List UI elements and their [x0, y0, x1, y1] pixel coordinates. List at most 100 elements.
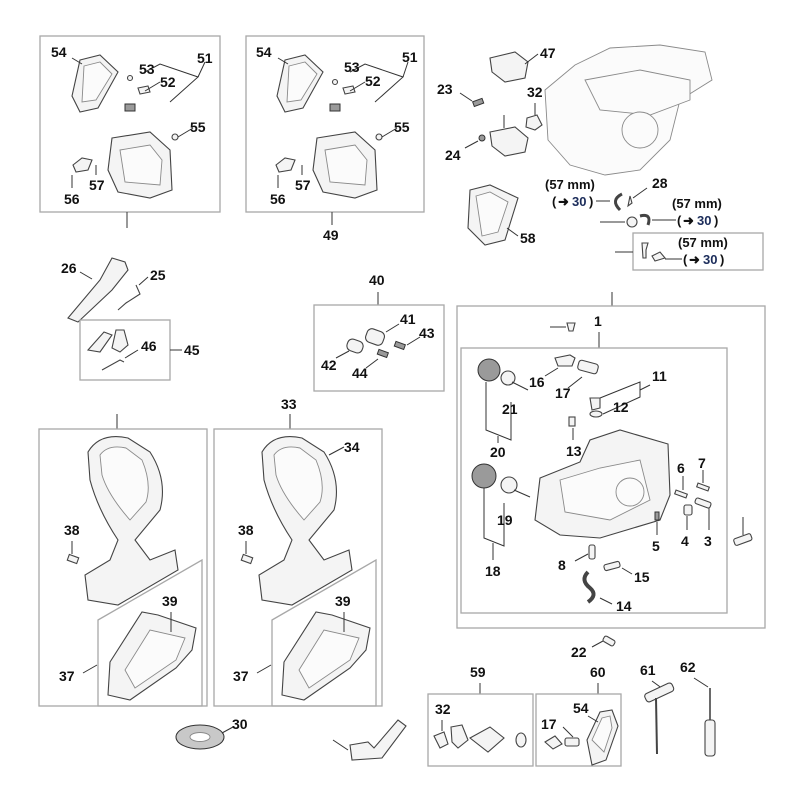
pin-part[interactable] — [695, 482, 711, 492]
carburetor-part[interactable] — [489, 51, 529, 83]
stud-part[interactable] — [694, 497, 712, 509]
callout-18[interactable]: 18 — [485, 563, 501, 579]
callout-43[interactable]: 43 — [419, 325, 435, 341]
seal-part[interactable] — [500, 370, 516, 386]
callout-34[interactable]: 34 — [344, 439, 360, 455]
hose-ref-2[interactable]: 30 — [697, 213, 711, 228]
callout-54[interactable]: 54 — [256, 44, 272, 60]
callout-22[interactable]: 22 — [571, 644, 587, 660]
oil-pump-part[interactable] — [471, 463, 497, 489]
callout-24[interactable]: 24 — [445, 147, 461, 163]
lever-part[interactable] — [111, 329, 129, 353]
callout-32[interactable]: 32 — [435, 701, 451, 717]
pipe-part[interactable] — [554, 354, 576, 367]
stud-part[interactable] — [603, 560, 621, 572]
elbow-connector-part[interactable] — [349, 719, 407, 761]
callout-6[interactable]: 6 — [677, 460, 685, 476]
screw-part[interactable] — [66, 553, 80, 565]
screw-part[interactable] — [376, 348, 390, 359]
fuel-pickup-part[interactable] — [544, 735, 563, 750]
callout-7[interactable]: 7 — [698, 455, 706, 471]
spring-part[interactable] — [101, 359, 125, 371]
callout-62[interactable]: 62 — [680, 659, 696, 675]
callout-57[interactable]: 57 — [295, 177, 311, 193]
callout-59[interactable]: 59 — [470, 664, 486, 680]
callout-51[interactable]: 51 — [402, 49, 418, 65]
callout-51[interactable]: 51 — [197, 50, 213, 66]
callout-11[interactable]: 11 — [652, 368, 667, 384]
screw-part[interactable] — [331, 78, 339, 86]
callout-53[interactable]: 53 — [139, 61, 155, 77]
callout-46[interactable]: 46 — [141, 338, 157, 354]
pin-part[interactable] — [588, 544, 596, 560]
callout-23[interactable]: 23 — [437, 81, 453, 97]
gasket-part[interactable] — [469, 726, 505, 753]
callout-8[interactable]: 8 — [558, 557, 566, 573]
screw-part[interactable] — [568, 416, 576, 427]
hose-ref-3[interactable]: 30 — [703, 252, 717, 267]
screw-part[interactable] — [393, 340, 407, 351]
valve-part[interactable] — [641, 242, 649, 259]
callout-21[interactable]: 21 — [502, 401, 518, 417]
fitting-part[interactable] — [627, 195, 633, 208]
callout-38[interactable]: 38 — [64, 522, 80, 538]
callout-44[interactable]: 44 — [352, 365, 368, 381]
plug-part[interactable] — [589, 397, 601, 411]
oil-pump-part[interactable] — [477, 358, 501, 382]
hose-ref-1[interactable]: 30 — [572, 194, 586, 209]
combination-wrench-shaft[interactable] — [655, 697, 658, 755]
grommet-part[interactable] — [375, 133, 383, 141]
hose-part[interactable] — [582, 570, 596, 604]
callout-41[interactable]: 41 — [400, 311, 416, 327]
callout-26[interactable]: 26 — [61, 260, 77, 276]
filter-pickup-part[interactable] — [626, 216, 638, 228]
gasket-part[interactable] — [450, 724, 469, 749]
callout-40[interactable]: 40 — [369, 272, 385, 288]
callout-1[interactable]: 1 — [594, 313, 602, 329]
nut-part[interactable] — [478, 134, 486, 142]
callout-55[interactable]: 55 — [190, 119, 206, 135]
callout-39[interactable]: 39 — [335, 593, 351, 609]
callout-17[interactable]: 17 — [555, 385, 571, 401]
lever-part[interactable] — [86, 331, 113, 353]
callout-39[interactable]: 39 — [162, 593, 178, 609]
callout-17[interactable]: 17 — [541, 716, 557, 732]
gasket-part[interactable] — [433, 731, 449, 749]
screw-part[interactable] — [126, 74, 134, 82]
plug-part[interactable] — [566, 322, 576, 332]
screw-part[interactable] — [240, 553, 254, 565]
callout-37[interactable]: 37 — [59, 668, 75, 684]
bolt-part[interactable] — [513, 489, 531, 498]
switch-part[interactable] — [329, 103, 341, 112]
callout-28[interactable]: 28 — [652, 175, 668, 191]
filter-part[interactable] — [564, 737, 580, 747]
callout-19[interactable]: 19 — [497, 512, 513, 528]
callout-16[interactable]: 16 — [529, 374, 545, 390]
filter-part[interactable] — [577, 359, 599, 375]
grommet-part[interactable] — [171, 133, 179, 141]
callout-56[interactable]: 56 — [64, 191, 80, 207]
spring-part[interactable] — [342, 85, 356, 95]
callout-58[interactable]: 58 — [520, 230, 536, 246]
callout-60[interactable]: 60 — [590, 664, 606, 680]
av-spring-part[interactable] — [364, 327, 386, 346]
screw-part[interactable] — [471, 97, 485, 108]
gasket-part[interactable] — [525, 114, 543, 131]
callout-49[interactable]: 49 — [323, 227, 339, 243]
callout-12[interactable]: 12 — [613, 399, 629, 415]
lever-part[interactable] — [275, 157, 296, 173]
bolt-part[interactable] — [511, 381, 529, 391]
hose-part[interactable] — [639, 213, 651, 226]
callout-52[interactable]: 52 — [365, 73, 381, 89]
callout-55[interactable]: 55 — [394, 119, 410, 135]
callout-61[interactable]: 61 — [640, 662, 656, 678]
hose-part[interactable] — [651, 251, 666, 262]
callout-25[interactable]: 25 — [150, 267, 166, 283]
hose-part[interactable] — [614, 192, 623, 212]
callout-30[interactable]: 30 — [232, 716, 248, 732]
callout-4[interactable]: 4 — [681, 533, 689, 549]
stud-part[interactable] — [654, 511, 660, 521]
pin-part[interactable] — [673, 489, 689, 499]
callout-33[interactable]: 33 — [281, 396, 297, 412]
callout-56[interactable]: 56 — [270, 191, 286, 207]
